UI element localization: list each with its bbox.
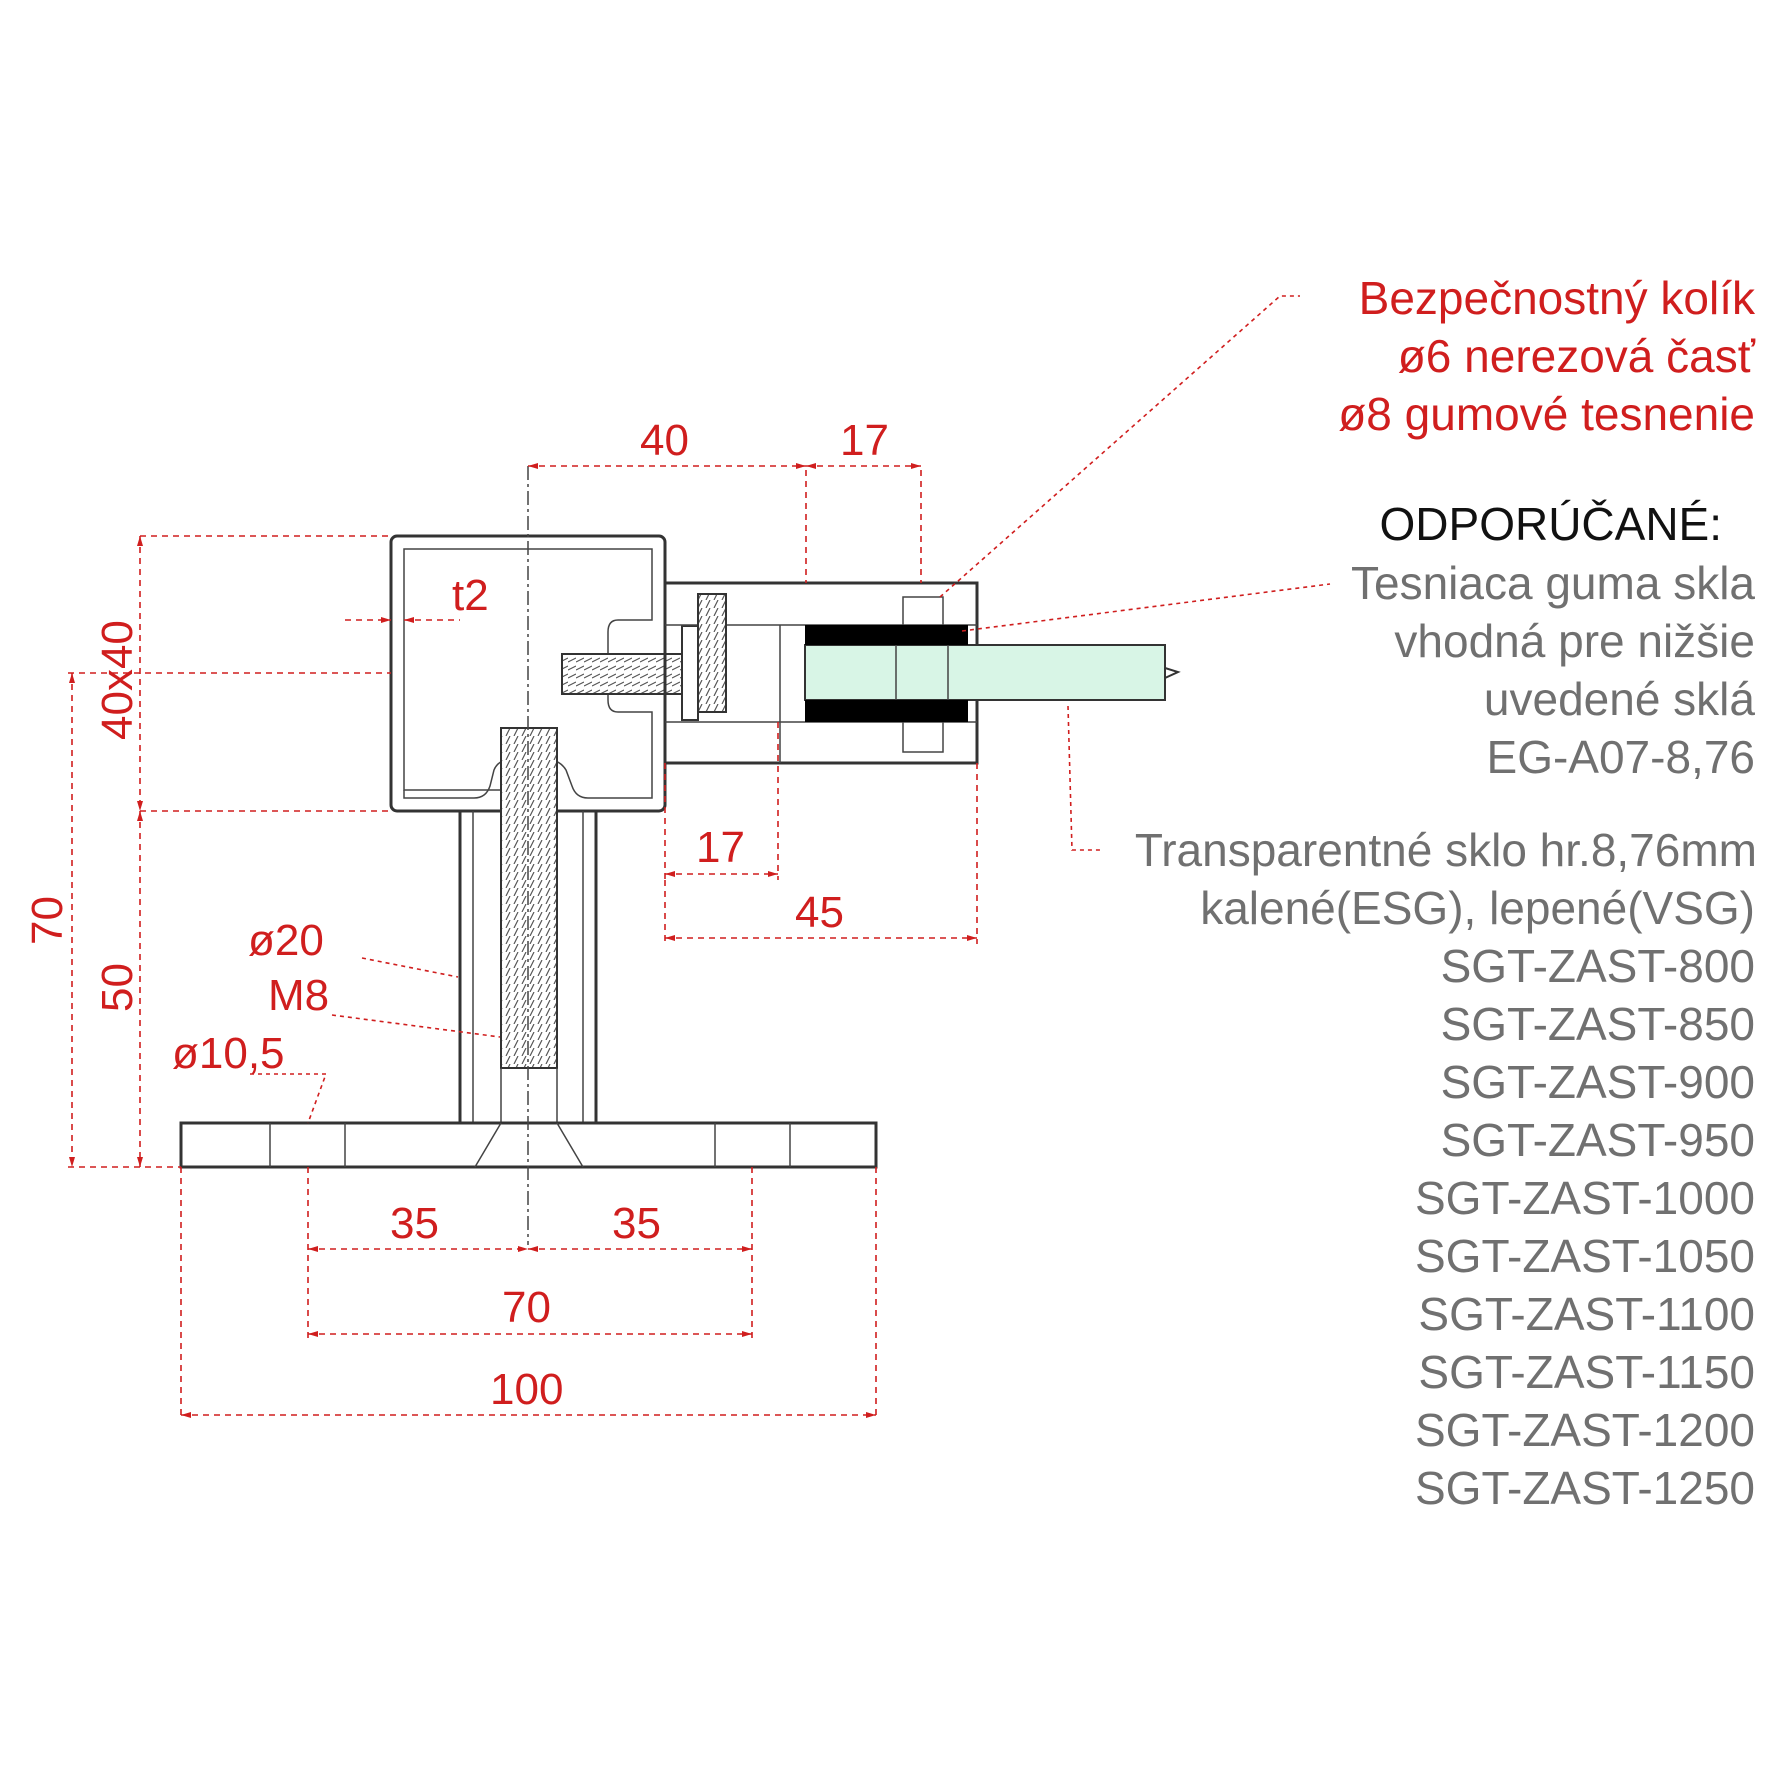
dim-hole-label: ø10,5 (172, 1029, 285, 1078)
horizontal-screw (561, 625, 699, 721)
dim-base (180, 1167, 877, 1420)
dim-screw-label: M8 (268, 971, 329, 1020)
dim-40-label: 40 (640, 416, 689, 465)
product-item: SGT-ZAST-1000 (1415, 1172, 1755, 1224)
rubber-line-2: vhodná pre nižšie (1394, 615, 1755, 667)
product-item: SGT-ZAST-1250 (1415, 1462, 1755, 1514)
dim-35-left-label: 35 (390, 1199, 439, 1248)
safety-pin-line-3: ø8 gumové tesnenie (1338, 388, 1755, 440)
note-leaders (939, 295, 1331, 851)
rubber-gasket-bottom (805, 700, 968, 722)
dim-70-spacing-label: 70 (502, 1283, 551, 1332)
glass-line-2: kalené(ESG), lepené(VSG) (1200, 882, 1755, 934)
product-item: SGT-ZAST-800 (1441, 940, 1755, 992)
dim-40x40-label: 40x40 (93, 620, 142, 740)
glass-panel (804, 625, 1181, 722)
dim-40x40 (137, 535, 391, 812)
dim-17-top-label: 17 (840, 416, 889, 465)
dim-leaders (250, 957, 501, 1124)
dim-35-right-label: 35 (612, 1199, 661, 1248)
dim-100-label: 100 (490, 1365, 563, 1414)
product-item: SGT-ZAST-900 (1441, 1056, 1755, 1108)
safety-pin-line-2: ø6 nerezová časť (1398, 330, 1756, 382)
safety-pin-line-1: Bezpečnostný kolík (1359, 272, 1756, 324)
product-item: SGT-ZAST-1200 (1415, 1404, 1755, 1456)
vertical-screw (500, 727, 558, 1123)
dim-40-top (528, 463, 922, 583)
rubber-line-1: Tesniaca guma skla (1351, 557, 1755, 609)
rubber-line-4: EG-A07-8,76 (1487, 731, 1755, 783)
glass-pane (804, 644, 1166, 701)
product-item: SGT-ZAST-1050 (1415, 1230, 1755, 1282)
dim-t2-label: t2 (452, 571, 489, 620)
product-item: SGT-ZAST-1150 (1418, 1346, 1755, 1398)
dim-45-label: 45 (795, 888, 844, 937)
product-list: SGT-ZAST-800 SGT-ZAST-850 SGT-ZAST-900 S… (1415, 940, 1755, 1514)
dim-70-height (68, 672, 391, 1168)
recommended-heading: ODPORÚČANÉ: (1380, 498, 1722, 550)
product-item: SGT-ZAST-850 (1441, 998, 1755, 1050)
dim-17-bottom-label: 17 (696, 823, 745, 872)
rubber-line-3: uvedené sklá (1484, 673, 1755, 725)
product-item: SGT-ZAST-950 (1441, 1114, 1755, 1166)
rubber-gasket-top (805, 625, 968, 645)
glass-line-1: Transparentné sklo hr.8,76mm (1135, 824, 1757, 876)
dim-17-bottom (664, 722, 779, 880)
dim-70-height-label: 70 (23, 896, 72, 945)
dim-50-label: 50 (93, 963, 142, 1012)
dim-45 (664, 763, 978, 944)
dim-post-diameter-label: ø20 (248, 916, 324, 965)
product-item: SGT-ZAST-1100 (1418, 1288, 1755, 1340)
